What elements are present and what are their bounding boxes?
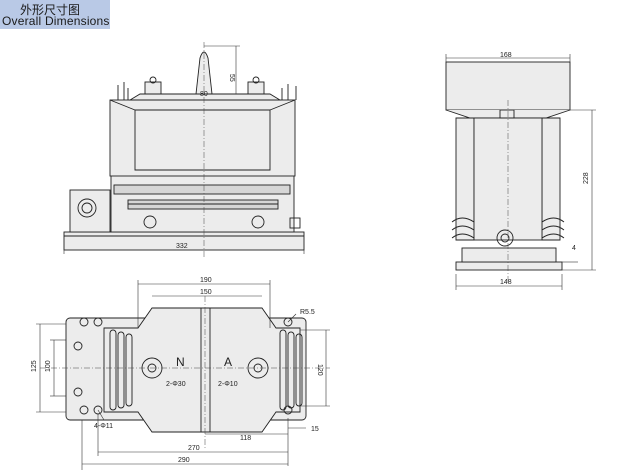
dim-plan-125: 125 bbox=[31, 360, 38, 372]
dim-front-width: 332 bbox=[176, 243, 188, 250]
dim-plan-15: 15 bbox=[311, 426, 319, 433]
side-base bbox=[455, 261, 563, 271]
dim-plan-290: 290 bbox=[178, 457, 190, 464]
dim-plan-100: 100 bbox=[45, 360, 52, 372]
side-view: 168 228 4 148 bbox=[445, 52, 596, 290]
label-n: N bbox=[176, 355, 185, 369]
dim-plan-150: 150 bbox=[200, 289, 212, 296]
dim-side-base: 148 bbox=[500, 279, 512, 286]
holes-base-label: 4-Φ11 bbox=[94, 423, 113, 430]
dim-plan-radius: R5.5 bbox=[300, 309, 315, 316]
title-english: Overall Dimensions bbox=[2, 14, 110, 28]
plan-main-body bbox=[103, 307, 301, 433]
dim-plan-270: 270 bbox=[188, 445, 200, 452]
dim-side-height: 228 bbox=[583, 172, 590, 184]
label-a: A bbox=[224, 355, 232, 369]
hole-left-label: 2-Φ30 bbox=[166, 381, 186, 388]
dim-front-height: 55 bbox=[228, 74, 235, 82]
dim-side-base-gap: 4 bbox=[572, 245, 576, 252]
dim-side-top: 168 bbox=[500, 52, 512, 59]
dim-plan-118: 118 bbox=[240, 435, 251, 442]
front-terminal-box bbox=[69, 189, 111, 233]
dim-plan-120: 120 bbox=[316, 364, 323, 376]
dim-plan-190: 190 bbox=[200, 277, 212, 284]
dim-front-top: 80 bbox=[200, 91, 208, 98]
hole-right-label: 2-Φ10 bbox=[218, 381, 238, 388]
front-view: 55 80 332 bbox=[63, 42, 305, 258]
title-box: 外形尺寸图 Overall Dimensions bbox=[0, 0, 110, 29]
title-chinese: 外形尺寸图 bbox=[20, 3, 81, 17]
plan-view: N A 2-Φ30 2-Φ10 190 150 R5.5 125 100 bbox=[31, 277, 330, 470]
